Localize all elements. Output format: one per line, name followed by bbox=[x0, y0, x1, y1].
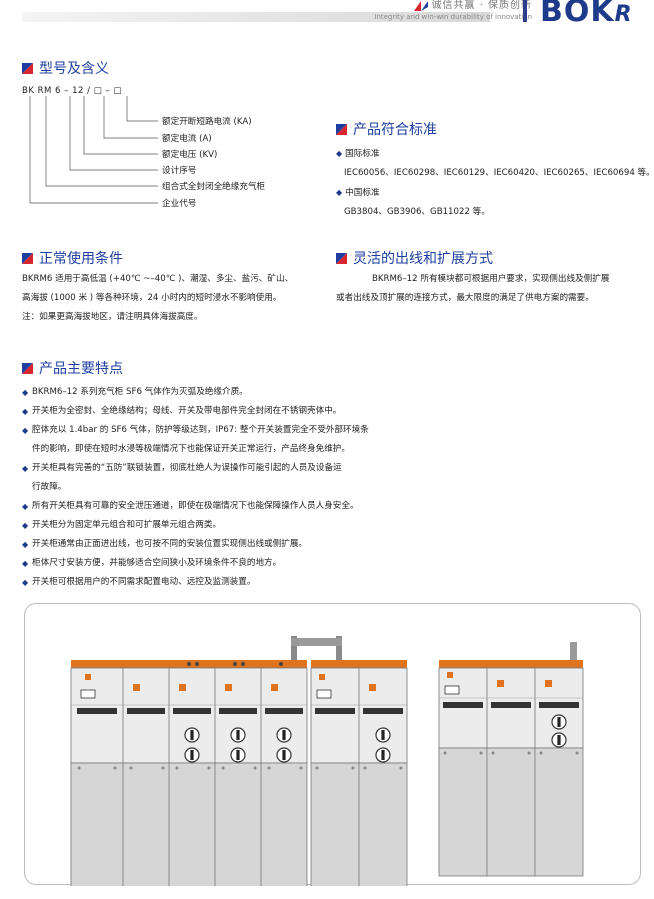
model-diagram-lines bbox=[29, 96, 158, 204]
header-divider bbox=[523, 0, 527, 22]
standard-group-detail: IEC60056、IEC60298、IEC60129、IEC60420、IEC6… bbox=[344, 168, 654, 178]
model-label-1: 额定开断短路电流 (KA) bbox=[162, 117, 252, 127]
diamond-bullet-icon: ◆ bbox=[22, 540, 29, 549]
expansion-line-1: BKRM6–12 所有模块都可根据用户要求，实现侧出线及侧扩展 bbox=[372, 274, 610, 284]
model-code: BK RM 6 – 12 / □ – □ bbox=[22, 86, 122, 96]
header-bar bbox=[22, 12, 490, 22]
company-logo: BOKR bbox=[540, 0, 633, 29]
section-marker-icon bbox=[22, 62, 33, 74]
standards-section-title: 产品符合标准 bbox=[336, 119, 437, 139]
features-list: ◆BKRM6–12 系列充气柜 SF6 气体作为灭弧及绝缘介质。 ◆开关柜为全密… bbox=[22, 383, 442, 592]
model-section-title: 型号及含义 bbox=[22, 58, 109, 78]
slogan-cn: 诚信共赢 · 保质创新 bbox=[431, 0, 532, 11]
feature-item: ◆开关柜分为固定单元组合和可扩展单元组合两类。 bbox=[22, 516, 442, 535]
diamond-bullet-icon: ◆ bbox=[336, 188, 343, 197]
expansion-section-title: 灵活的出线和扩展方式 bbox=[336, 248, 493, 268]
conditions-line-1: BKRM6 适用于高低温 (+40℃ ~–40℃ )、潮湿、多尘、盐污、矿山、 bbox=[22, 274, 294, 284]
diamond-bullet-icon: ◆ bbox=[22, 521, 29, 530]
diamond-bullet-icon: ◆ bbox=[22, 578, 29, 587]
standard-group-label: ◆国际标准 bbox=[336, 149, 380, 159]
flag-icon bbox=[414, 1, 429, 11]
section-marker-icon bbox=[22, 362, 33, 374]
standard-group-detail: GB3804、GB3906、GB11022 等。 bbox=[344, 207, 490, 217]
feature-item-continued: 行故障。 bbox=[32, 482, 67, 492]
diamond-bullet-icon: ◆ bbox=[22, 559, 29, 568]
feature-item: ◆开关柜具有完善的“五防”联锁装置，彻底杜绝人为误操作可能引起的人员及设备运 bbox=[22, 459, 442, 478]
standard-group-label: ◆中国标准 bbox=[336, 188, 380, 198]
section-marker-icon bbox=[336, 123, 347, 135]
feature-item: ◆腔体充以 1.4bar 的 SF6 气体，防护等级达到，IP67: 整个开关装… bbox=[22, 421, 442, 440]
diamond-bullet-icon: ◆ bbox=[22, 407, 29, 416]
conditions-line-3: 注：如果更高海拔地区，请注明具体海拔高度。 bbox=[22, 312, 203, 322]
section-marker-icon bbox=[22, 252, 33, 264]
model-label-3: 额定电压 (KV) bbox=[162, 150, 218, 160]
switchgear-cabinet-illustration bbox=[70, 636, 584, 888]
diamond-bullet-icon: ◆ bbox=[22, 426, 29, 435]
diamond-bullet-icon: ◆ bbox=[22, 464, 29, 473]
standards-list: ◆国际标准 IEC60056、IEC60298、IEC60129、IEC6042… bbox=[336, 144, 654, 222]
model-label-5: 组合式全封闭全绝缘充气柜 bbox=[162, 182, 266, 192]
diamond-bullet-icon: ◆ bbox=[336, 149, 343, 158]
expansion-line-2: 或者出线及顶扩展的连接方式，最大限度的满足了供电方案的需要。 bbox=[336, 293, 594, 303]
model-label-4: 设计序号 bbox=[162, 166, 197, 176]
slogan-en: Integrity and win-win durability of inno… bbox=[374, 13, 532, 21]
product-illustration-frame bbox=[24, 603, 641, 888]
slogan: 诚信共赢 · 保质创新 Integrity and win-win durabi… bbox=[374, 0, 532, 22]
conditions-line-2: 高海拔 (1000 米 ) 等各种环境，24 小时内的短时浸水不影响使用。 bbox=[22, 293, 282, 303]
model-label-2: 额定电流 (A) bbox=[162, 134, 212, 144]
feature-item: ◆所有开关柜具有可靠的安全泄压通道，即使在极端情况下也能保障操作人员人身安全。 bbox=[22, 497, 442, 516]
feature-item: ◆BKRM6–12 系列充气柜 SF6 气体作为灭弧及绝缘介质。 bbox=[22, 383, 442, 402]
features-section-title: 产品主要特点 bbox=[22, 358, 123, 378]
feature-item: ◆开关柜通常由正面进出线，也可按不同的安装位置实现侧出线或侧扩展。 bbox=[22, 535, 442, 554]
model-label-6: 企业代号 bbox=[162, 199, 197, 209]
feature-item: ◆开关柜为全密封、全绝缘结构；母线、开关及带电部件完全封闭在不锈钢壳体中。 bbox=[22, 402, 442, 421]
diamond-bullet-icon: ◆ bbox=[22, 502, 29, 511]
conditions-section-title: 正常使用条件 bbox=[22, 248, 123, 268]
feature-item: ◆柜体尺寸安装方便，并能够适合空间狭小及环境条件不良的地方。 bbox=[22, 554, 442, 573]
diamond-bullet-icon: ◆ bbox=[22, 388, 29, 397]
section-marker-icon bbox=[336, 252, 347, 264]
feature-item: ◆开关柜可根据用户的不同需求配置电动、远控及监测装置。 bbox=[22, 573, 442, 592]
feature-item-continued: 件的影响，即使在短时水浸等极端情况下也能保证开关正常运行，产品终身免维护。 bbox=[32, 444, 350, 454]
